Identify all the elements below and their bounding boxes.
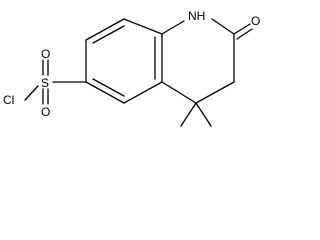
bond-c8-c7	[85, 18, 125, 41]
bond-c4-methyl-2	[195, 102, 212, 127]
atom-o-carbonyl: O	[251, 14, 260, 28]
atom-cl: Cl	[3, 93, 14, 107]
bond-c2-o-double	[236, 28, 253, 40]
molecule-drawing: NH O S O O Cl	[3, 9, 260, 127]
bond-s-cl	[24, 85, 39, 101]
bond-c4-c4a	[161, 81, 197, 104]
bond-c6-c5	[85, 81, 125, 104]
bond-c8a-c8	[123, 18, 163, 35]
atom-o-sulfonyl-top: O	[41, 47, 50, 61]
atom-nh: NH	[188, 9, 205, 23]
bond-c3-c4	[195, 81, 235, 104]
bond-c6-c5-inner	[92, 78, 125, 97]
bond-c8-c7-inner	[92, 25, 125, 44]
atom-s: S	[41, 76, 49, 90]
atom-o-sulfonyl-bottom: O	[41, 105, 50, 119]
bond-c2-o	[233, 23, 251, 35]
bond-c5-c4a	[123, 81, 163, 104]
bond-n1-c2	[211, 18, 235, 35]
structure-diagram: NH O S O O Cl	[0, 0, 264, 142]
bond-c8a-n1	[161, 20, 185, 35]
bond-c4-methyl-1	[180, 102, 197, 127]
